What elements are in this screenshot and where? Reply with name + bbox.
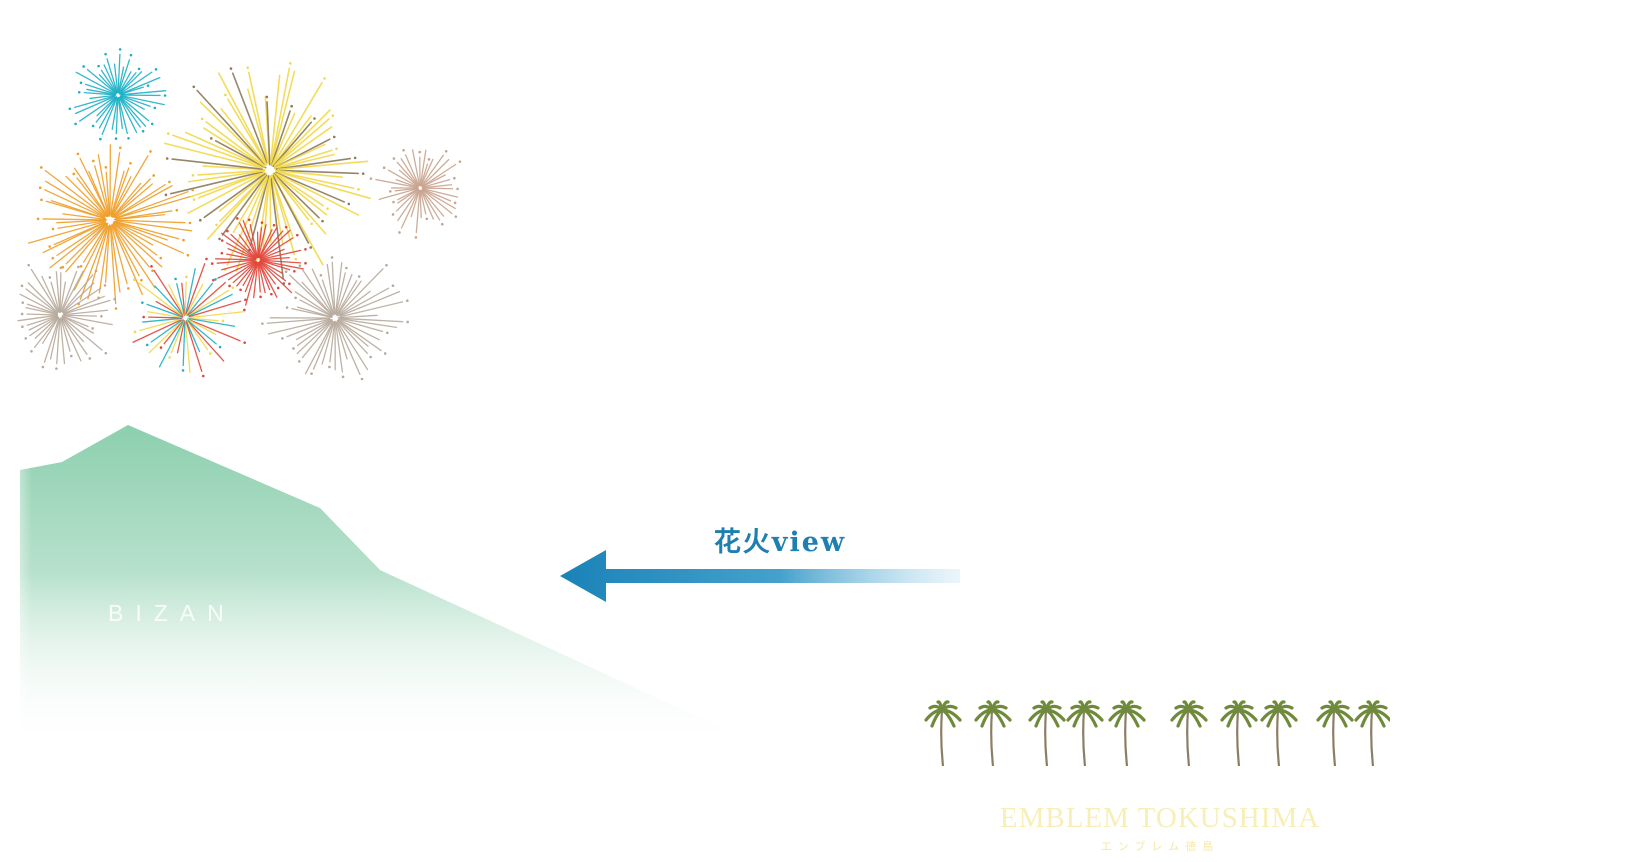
firework-burst <box>17 263 116 370</box>
firework-burst <box>369 148 462 239</box>
building-name: EMBLEM TOKUSHIMA <box>999 802 1321 834</box>
mountain-label: BIZAN <box>108 600 236 626</box>
palm-tree-icon <box>1170 700 1208 767</box>
palm-tree-icon <box>1028 700 1066 767</box>
building-name-japanese: エンブレム徳島 <box>1100 840 1220 853</box>
firework-burst <box>27 144 195 310</box>
firework-burst <box>164 62 371 285</box>
firework-burst <box>68 48 167 141</box>
fireworks-illustration <box>17 48 462 381</box>
palm-trees-row <box>924 700 1390 767</box>
palm-tree-icon <box>1316 700 1354 767</box>
palm-tree-icon <box>1220 700 1258 767</box>
palm-tree-icon <box>974 700 1012 767</box>
firework-burst <box>210 217 307 312</box>
left-arrow-icon <box>560 550 960 602</box>
palm-tree-icon <box>1354 700 1390 767</box>
palm-tree-icon <box>1260 700 1298 767</box>
firework-burst <box>261 256 409 381</box>
palm-tree-icon <box>924 700 962 767</box>
palm-tree-icon <box>1066 700 1104 767</box>
fireworks-view-label: 花火view <box>713 527 847 558</box>
firework-burst <box>132 257 247 378</box>
palm-tree-icon <box>1108 700 1146 767</box>
